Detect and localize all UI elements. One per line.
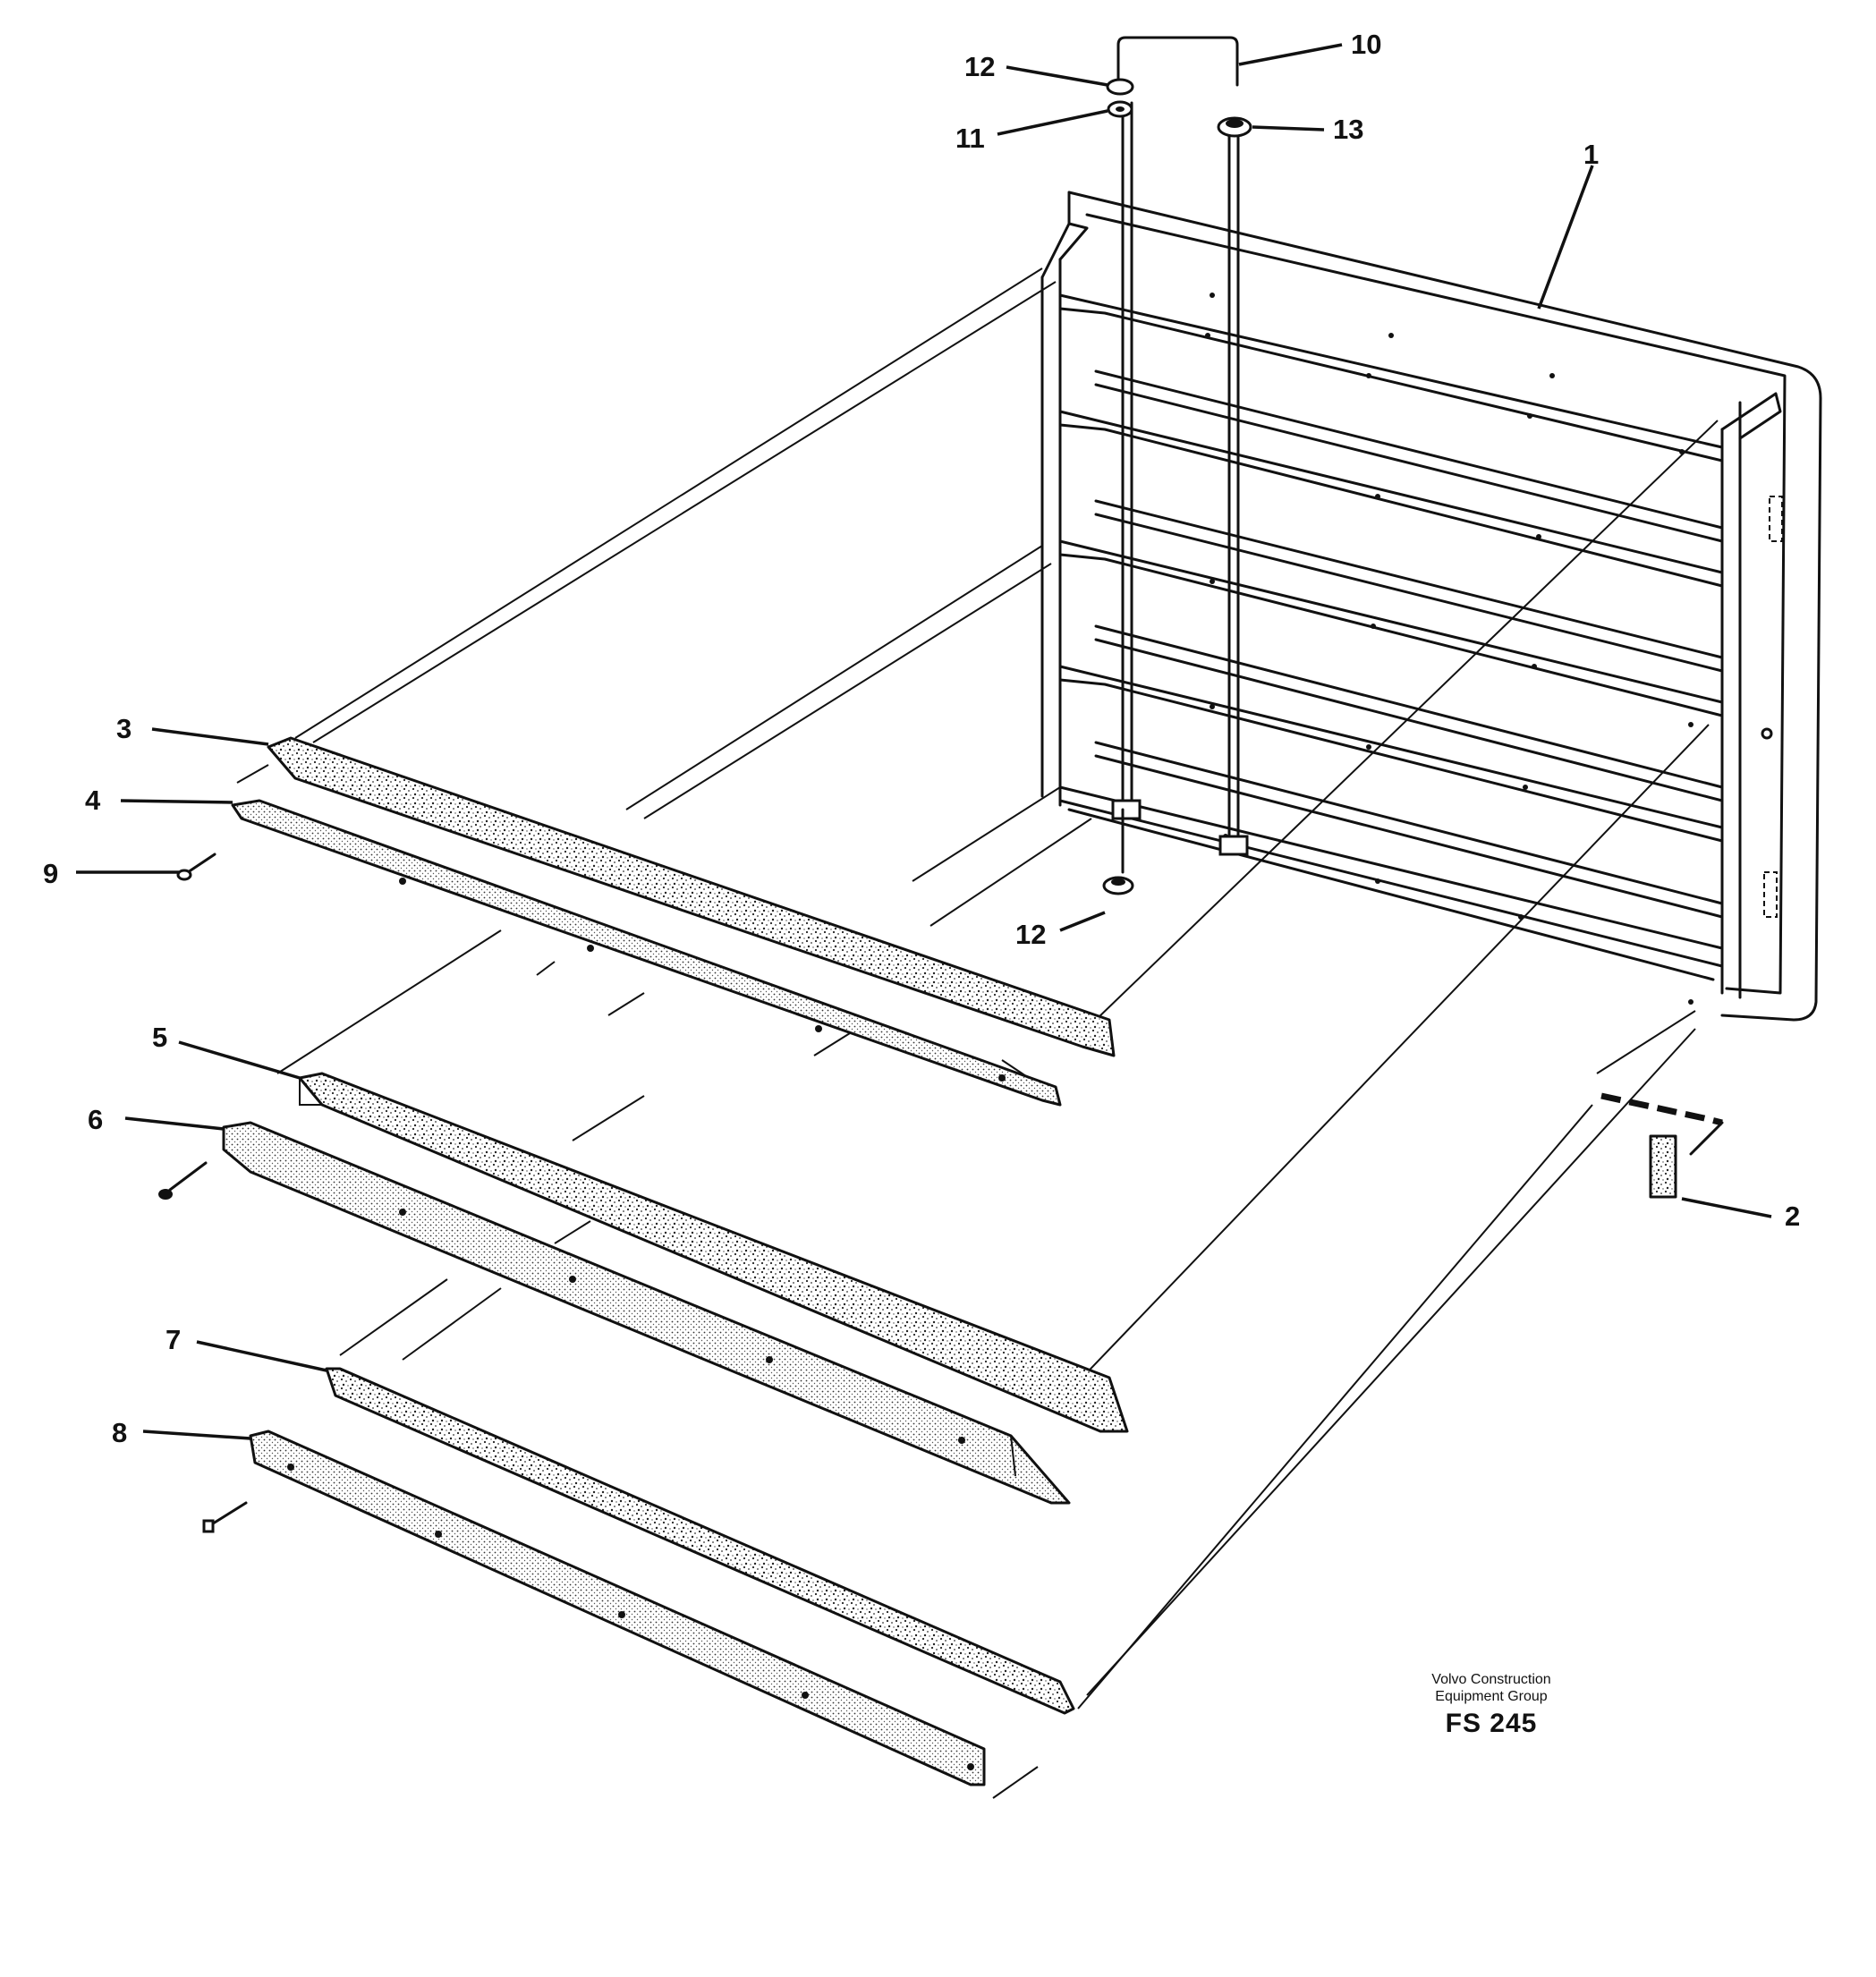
callout-labels: 1 2 3 4 5 6 7 8 9 10 11 12 12 13	[43, 29, 1800, 1448]
publisher-name-line2: Equipment Group	[1435, 1689, 1548, 1704]
callout-11: 11	[955, 123, 985, 154]
washer-12-top	[1106, 78, 1134, 96]
clip-2	[1649, 1134, 1677, 1199]
louver-slats	[1058, 293, 1724, 981]
seal-strip-7	[325, 1367, 1075, 1715]
projection-lines	[236, 267, 1724, 1799]
callout-12-top: 12	[964, 51, 995, 82]
frame-rivets	[1205, 293, 1773, 1005]
callout-9: 9	[43, 858, 58, 889]
callout-8: 8	[112, 1417, 127, 1448]
callout-3: 3	[116, 713, 132, 744]
retainer-strip-8	[249, 1430, 986, 1786]
screws	[158, 853, 248, 1533]
callout-1: 1	[1583, 139, 1599, 170]
callout-2: 2	[1785, 1201, 1800, 1232]
seal-strip-3	[267, 736, 1116, 1057]
retaining-rods	[1102, 36, 1252, 895]
strip-holes	[287, 878, 1006, 1770]
callout-7: 7	[166, 1324, 181, 1355]
retainer-strip-4	[231, 799, 1062, 1107]
callout-4: 4	[85, 785, 101, 816]
callout-13: 13	[1333, 114, 1363, 145]
figure-code: FS 245	[1445, 1709, 1538, 1738]
callout-5: 5	[152, 1022, 167, 1053]
callout-6: 6	[88, 1104, 103, 1135]
publisher-name-line1: Volvo Construction	[1431, 1672, 1551, 1687]
publisher-footer: Volvo Construction Equipment Group FS 24…	[1375, 1671, 1608, 1739]
seal-strip-5	[298, 1072, 1129, 1433]
callout-12-bottom: 12	[1015, 919, 1046, 950]
callout-10: 10	[1351, 29, 1381, 60]
retainer-strip-6	[222, 1121, 1071, 1505]
radiator-grille-frame	[1040, 191, 1822, 1022]
leader-lines	[76, 43, 1772, 1440]
